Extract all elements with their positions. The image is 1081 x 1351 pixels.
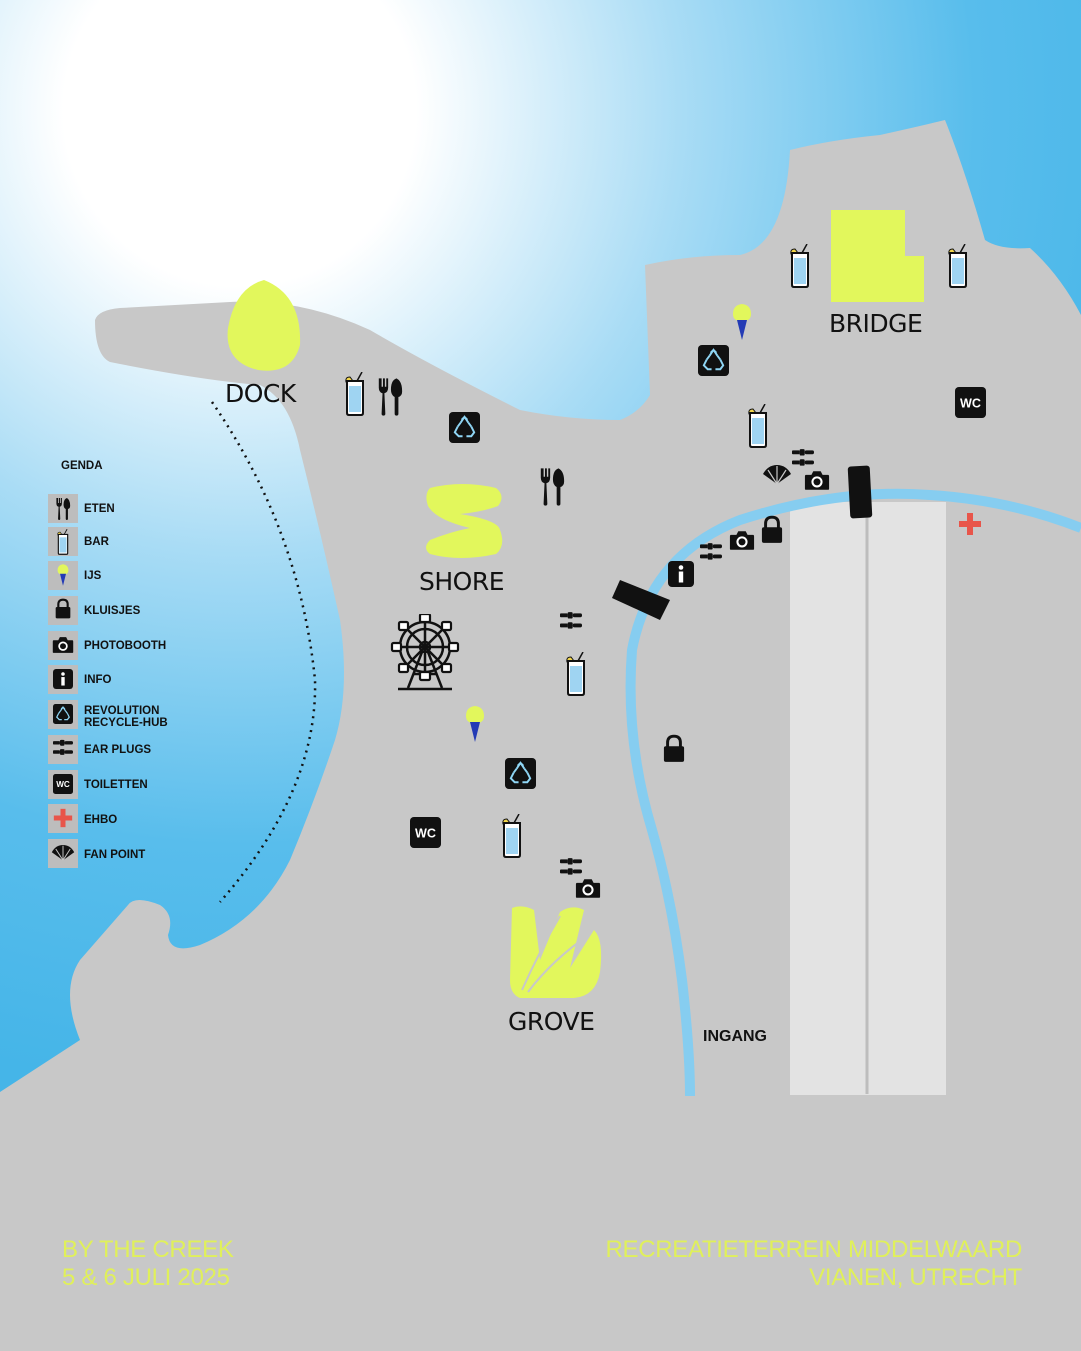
stage-shore-shape — [426, 484, 503, 558]
stage-dock-shape — [227, 280, 301, 371]
legend-item-recycle: REVOLUTION RECYCLE-HUB — [48, 700, 168, 729]
svg-text:EHBO: EHBO — [84, 814, 117, 826]
info-icon — [53, 669, 73, 689]
stage-bridge-label: BRIDGE — [829, 309, 922, 338]
wc-icon[interactable] — [955, 387, 986, 418]
svg-text:EAR PLUGS: EAR PLUGS — [84, 744, 151, 756]
legend-item-ehbo: EHBO — [48, 804, 117, 833]
wc-icon[interactable] — [410, 817, 441, 848]
svg-text:BAR: BAR — [84, 536, 110, 548]
venue-name: RECREATIETERREIN MIDDELWAARD — [605, 1236, 1022, 1263]
wc-icon — [53, 774, 73, 794]
stage-dock-label: DOCK — [225, 379, 297, 408]
svg-text:KLUISJES: KLUISJES — [84, 605, 141, 617]
legend-title: GENDA — [61, 460, 103, 472]
recycle-icon[interactable] — [449, 412, 480, 443]
legend-item-info: INFO — [48, 665, 112, 694]
legend-item-ijs: IJS — [48, 561, 102, 590]
svg-text:PHOTOBOOTH: PHOTOBOOTH — [84, 640, 166, 652]
legend-item-photobooth: PHOTOBOOTH — [48, 631, 166, 660]
legend-item-fan-point: FAN POINT — [48, 839, 145, 868]
event-name: BY THE CREEK — [62, 1236, 234, 1263]
stage-grove-shape — [510, 906, 602, 998]
bridge-right — [847, 465, 873, 519]
legend-item-toiletten: TOILETTEN — [48, 770, 148, 799]
svg-text:TOILETTEN: TOILETTEN — [84, 779, 148, 791]
svg-text:FAN POINT: FAN POINT — [84, 849, 145, 861]
recycle-icon[interactable] — [505, 758, 536, 789]
recycle-icon — [53, 704, 73, 724]
recycle-icon[interactable] — [698, 345, 729, 376]
svg-text:RECYCLE-HUB: RECYCLE-HUB — [84, 717, 168, 729]
svg-text:REVOLUTION: REVOLUTION — [84, 705, 159, 717]
stage-grove-label: GROVE — [508, 1007, 594, 1036]
svg-text:IJS: IJS — [84, 570, 102, 582]
legend: GENDA ETEN BAR IJS KLUISJES PHOTOBOOTH — [48, 460, 168, 868]
stage-grove-leaf-lines — [521, 915, 591, 993]
legend-item-kluisjes: KLUISJES — [48, 596, 141, 625]
stage-shore-label: SHORE — [419, 567, 504, 596]
svg-text:INFO: INFO — [84, 674, 112, 686]
stage-bridge-shape — [831, 210, 924, 302]
creek — [625, 488, 1081, 1097]
legend-item-ear-plugs: EAR PLUGS — [48, 735, 151, 764]
event-dates: 5 & 6 JULI 2025 — [62, 1264, 230, 1291]
info-icon[interactable] — [668, 561, 694, 587]
legend-item-bar: BAR — [48, 527, 110, 556]
entrance-label: INGANG — [703, 1028, 767, 1045]
bridge-left — [612, 580, 670, 620]
svg-text:ETEN: ETEN — [84, 503, 115, 515]
venue-location: VIANEN, UTRECHT — [809, 1264, 1022, 1291]
legend-item-eten: ETEN — [48, 494, 115, 523]
